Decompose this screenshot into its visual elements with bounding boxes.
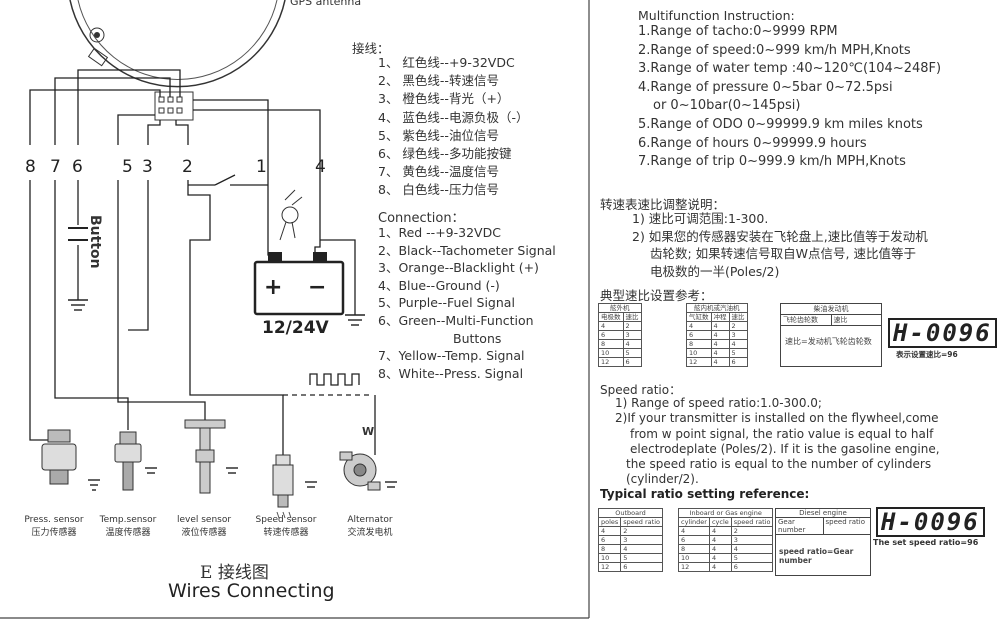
multi-item: 1.Range of tacho:0~9999 RPM bbox=[638, 24, 838, 39]
cn-ref-title: 典型速比设置参考： bbox=[600, 288, 713, 303]
multi-item: 5.Range of ODO 0~99999.9 km miles knots bbox=[638, 116, 923, 132]
gauge-icon bbox=[69, 0, 286, 121]
cn-lcd-caption: 表示设置速比=96 bbox=[896, 350, 958, 359]
en-item: 7、Yellow--Temp. Signal bbox=[378, 348, 525, 364]
cn-item: 5、 紫色线--油位信号 bbox=[378, 127, 499, 143]
en-ratio-list: 1) Range of speed ratio:1.0-300.0; 2)If … bbox=[615, 396, 940, 487]
cn-item: 4、 蓝色线--电源负极（-） bbox=[378, 109, 529, 125]
cn-item: 1、 红色线--+9-32VDC bbox=[378, 55, 515, 70]
cn-ratio-list: 1) 速比可调范围:1-300. 2) 如果您的传感器安装在飞轮盘上,速比值等于… bbox=[632, 211, 928, 279]
key-icon bbox=[279, 189, 303, 241]
wire-number-1: 1 bbox=[256, 157, 267, 177]
wire-number-4: 4 bbox=[315, 157, 326, 177]
en-ref-title: Typical ratio setting reference: bbox=[600, 487, 810, 501]
en-lcd-display: H-0096 bbox=[876, 507, 985, 537]
en-item: 6、Green--Multi-Function bbox=[378, 312, 534, 328]
gps-antenna-label: GPS antenna bbox=[290, 0, 362, 8]
en-item: 3、Orange--Blacklight (+) bbox=[378, 260, 539, 276]
en-connection-list: 1、Red --+9-32VDC 2、Black--Tachometer Sig… bbox=[378, 224, 556, 382]
w-label: W bbox=[362, 425, 375, 438]
wire-number-3: 3 bbox=[142, 157, 153, 177]
caption-cn: E 接线图 bbox=[200, 563, 269, 583]
press-sensor-icon bbox=[41, 429, 77, 485]
multi-item: 4.Range of pressure 0~5bar 0~72.5psi bbox=[638, 79, 893, 95]
cn-item: 8、 白色线--压力信号 bbox=[378, 182, 499, 198]
cn-item: 6、 绿色线--多功能按键 bbox=[378, 146, 512, 162]
alternator-icon bbox=[339, 451, 381, 491]
multifunction-list: 1.Range of tacho:0~9999 RPM 2.Range of s… bbox=[638, 23, 941, 172]
cn-diesel-box: 柴油发动机 飞轮齿轮数速比 速比=发动机飞轮齿轮数 bbox=[780, 303, 882, 367]
en-item: 8、White--Press. Signal bbox=[378, 365, 524, 381]
multi-item: 3.Range of water temp :40~120℃(104~248F) bbox=[638, 61, 942, 77]
en-connection-title: Connection： bbox=[378, 211, 465, 226]
button-label: Button bbox=[87, 215, 103, 269]
battery-icon: + − bbox=[253, 252, 345, 316]
cn-connection-list: 1、 红色线--+9-32VDC 2、 黑色线--转速信号 3、 橙色线--背光… bbox=[378, 54, 528, 200]
wire-number-7: 7 bbox=[50, 157, 61, 177]
multi-item: or 0~10bar(0~145psi) bbox=[653, 98, 801, 114]
svg-text:+: + bbox=[264, 275, 282, 300]
multi-item: 7.Range of trip 0~999.9 km/h MPH,Knots bbox=[638, 154, 906, 170]
en-lcd-caption: The set speed ratio=96 bbox=[873, 538, 979, 547]
cn-item: 3、 橙色线--背光（+） bbox=[378, 91, 510, 107]
en-item: 1、Red --+9-32VDC bbox=[378, 225, 501, 240]
caption-en: Wires Connecting bbox=[168, 580, 335, 602]
battery-label: 12/24V bbox=[262, 318, 329, 338]
cn-lcd-display: H-0096 bbox=[888, 318, 997, 348]
level-sensor-icon bbox=[184, 419, 226, 494]
en-item: Buttons bbox=[453, 330, 502, 346]
en-item: 5、Purple--Fuel Signal bbox=[378, 295, 515, 311]
button-icon bbox=[68, 227, 88, 241]
multifunction-title: Multifunction Instruction: bbox=[638, 8, 795, 23]
speed-sensor-icon bbox=[272, 454, 294, 508]
en-item: 2、Black--Tachometer Signal bbox=[378, 242, 556, 258]
multi-item: 6.Range of hours 0~99999.9 hours bbox=[638, 135, 867, 151]
cn-ratio-title: 转速表速比调整说明： bbox=[600, 197, 726, 212]
svg-text:−: − bbox=[308, 275, 326, 300]
cn-item: 2、 黑色线--转速信号 bbox=[378, 73, 499, 89]
wire-number-2: 2 bbox=[182, 157, 193, 177]
en-item: 4、Blue--Ground (-) bbox=[378, 277, 500, 293]
temp-sensor-icon bbox=[114, 431, 142, 491]
wire-number-6: 6 bbox=[72, 157, 83, 177]
multi-item: 2.Range of speed:0~999 km/h MPH,Knots bbox=[638, 42, 911, 58]
cn-item: 7、 黄色线--温度信号 bbox=[378, 164, 499, 180]
cn-connection-title: 接线： bbox=[352, 41, 390, 56]
en-ratio-title: Speed ratio： bbox=[600, 383, 682, 397]
wire-number-8: 8 bbox=[25, 157, 36, 177]
wire-number-5: 5 bbox=[122, 157, 133, 177]
